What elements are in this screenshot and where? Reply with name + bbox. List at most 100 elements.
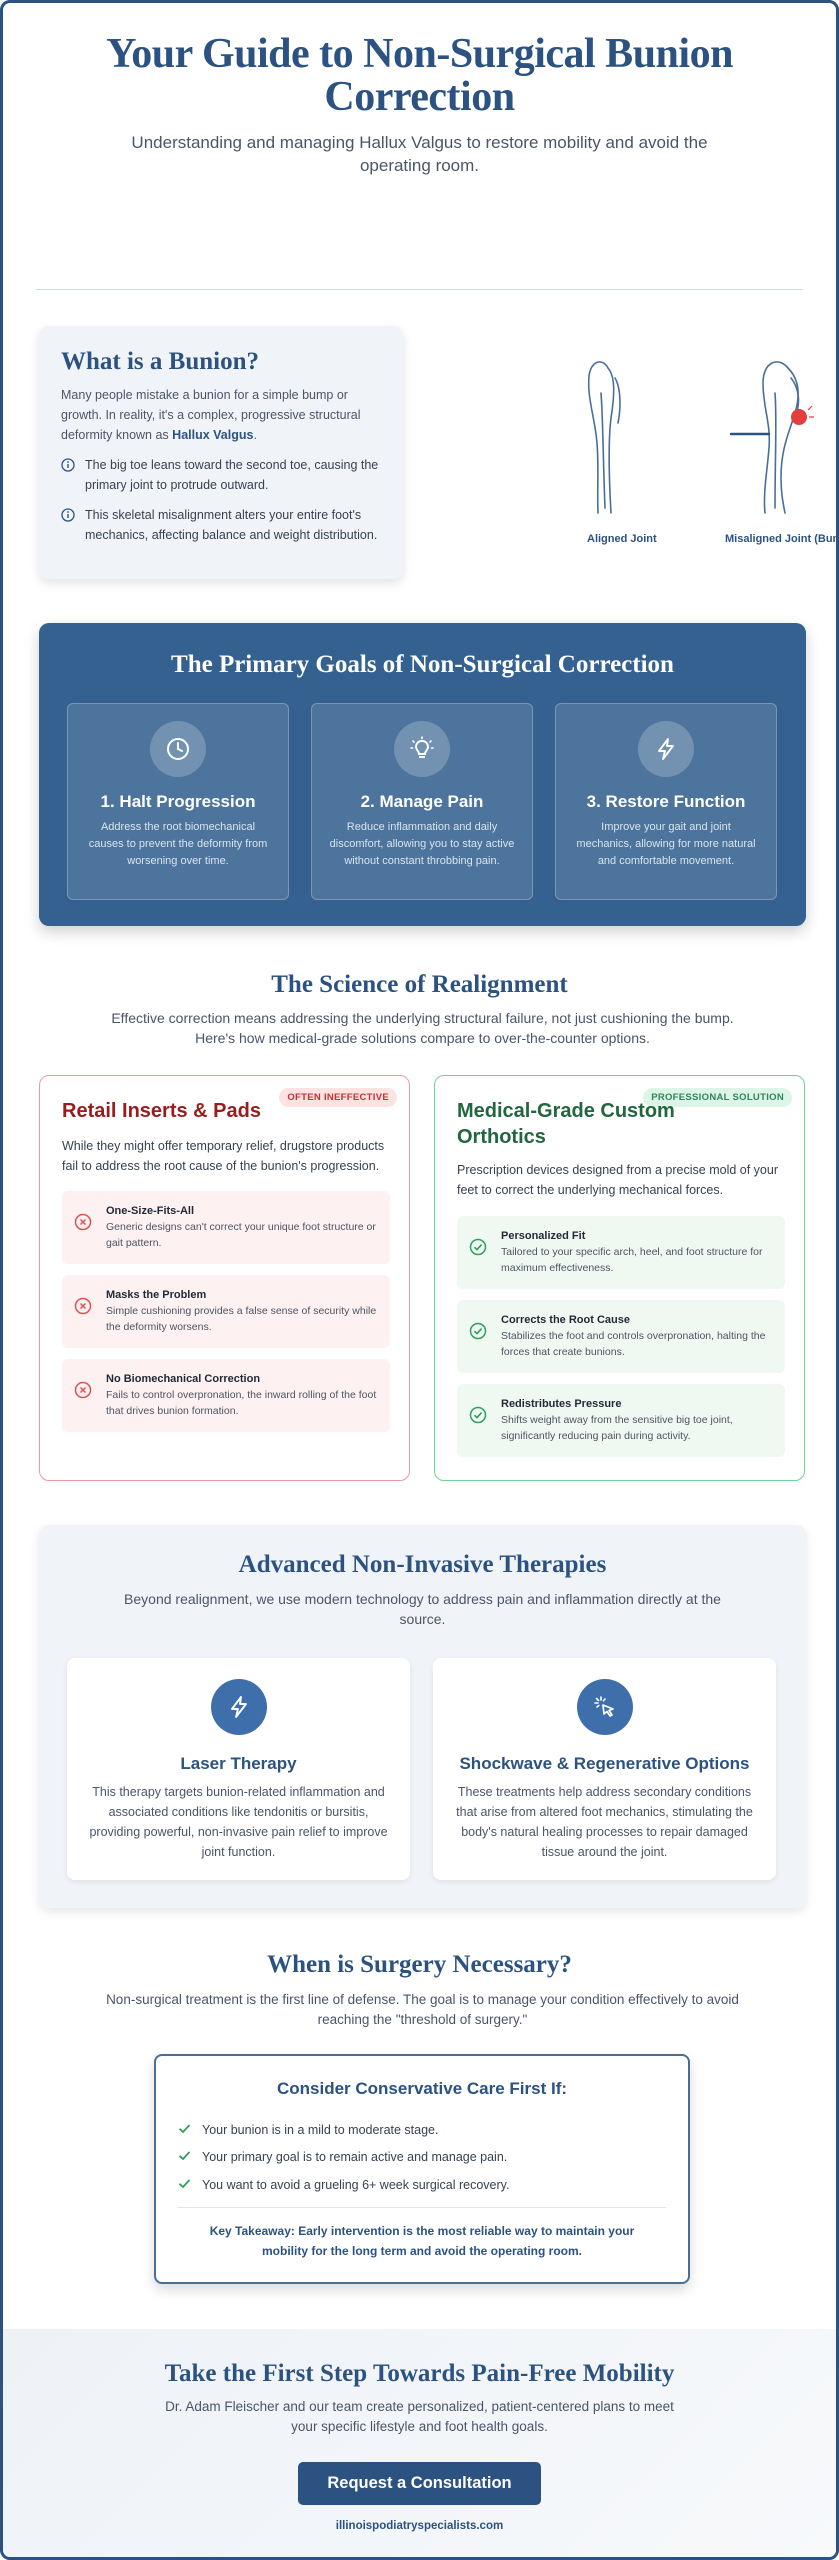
bunion-point: This skeletal misalignment alters your e… bbox=[61, 505, 381, 545]
misaligned-joint-label: Misaligned Joint (Bunion) bbox=[725, 533, 839, 545]
hallux-valgus-term: Hallux Valgus bbox=[172, 428, 254, 442]
retail-issue-text: Generic designs can't correct your uniqu… bbox=[106, 1221, 376, 1249]
cursor-click-icon bbox=[576, 1679, 633, 1735]
lightbulb-icon bbox=[394, 721, 450, 777]
bunion-intro: Many people mistake a bunion for a simpl… bbox=[61, 385, 381, 445]
medical-desc: Prescription devices designed from a pre… bbox=[457, 1163, 778, 1197]
goal-title: 1. Halt Progression bbox=[100, 792, 256, 811]
retail-issue-text: Simple cushioning provides a false sense… bbox=[106, 1305, 377, 1333]
goal-card: 2. Manage Pain Reduce inflammation and d… bbox=[311, 703, 533, 900]
conservative-care-title: Consider Conservative Care First If: bbox=[276, 2079, 568, 2098]
goal-title: 3. Restore Function bbox=[586, 792, 746, 811]
goal-text: Improve your gait and joint mechanics, a… bbox=[576, 821, 756, 867]
request-consultation-button[interactable]: Request a Consultation bbox=[298, 2462, 541, 2505]
bunion-point-text: This skeletal misalignment alters your e… bbox=[85, 508, 378, 542]
foot-diagram: Aligned Joint Misaligned Joint (Bunion) bbox=[563, 348, 839, 558]
retail-issue-title: One-Size-Fits-All bbox=[106, 1205, 195, 1217]
goal-text: Address the root biomechanical causes to… bbox=[88, 821, 268, 867]
medical-benefit-text: Stabilizes the foot and controls overpro… bbox=[501, 1330, 766, 1358]
surgery-subtitle: Non-surgical treatment is the first line… bbox=[106, 1992, 739, 2027]
x-circle-icon bbox=[74, 1213, 94, 1236]
bolt-icon bbox=[638, 721, 694, 777]
therapy-card: Shockwave & Regenerative Options These t… bbox=[433, 1658, 776, 1880]
bunion-point-text: The big toe leans toward the second toe,… bbox=[85, 458, 379, 492]
bolt-icon bbox=[210, 1679, 267, 1735]
foot-bones-illustration bbox=[587, 361, 814, 514]
ineffective-badge: OFTEN INEFFECTIVE bbox=[279, 1088, 397, 1107]
website-link[interactable]: illinoispodiatryspecialists.com bbox=[335, 2520, 504, 2532]
goals-title: The Primary Goals of Non-Surgical Correc… bbox=[171, 651, 674, 678]
retail-desc: While they might offer temporary relief,… bbox=[62, 1139, 385, 1173]
therapies-section: Advanced Non-Invasive Therapies Beyond r… bbox=[39, 1525, 806, 1908]
list-item-text: Your bunion is in a mild to moderate sta… bbox=[202, 2122, 439, 2137]
bunion-intro-text: Many people mistake a bunion for a simpl… bbox=[61, 388, 361, 442]
checkmark-icon bbox=[178, 2149, 192, 2165]
list-item: You want to avoid a grueling 6+ week sur… bbox=[178, 2171, 509, 2199]
therapies-title: Advanced Non-Invasive Therapies bbox=[238, 1551, 607, 1578]
check-circle-icon bbox=[469, 1406, 489, 1429]
bunion-intro-end: . bbox=[253, 428, 257, 442]
retail-title: Retail Inserts & Pads bbox=[62, 1100, 261, 1122]
page-subtitle: Understanding and managing Hallux Valgus… bbox=[131, 133, 708, 175]
science-title: The Science of Realignment bbox=[271, 971, 568, 998]
info-icon bbox=[61, 458, 81, 478]
therapy-title: Shockwave & Regenerative Options bbox=[459, 1754, 750, 1773]
conservative-care-box: Consider Conservative Care First If: You… bbox=[154, 2054, 690, 2284]
therapy-text: This therapy targets bunion-related infl… bbox=[89, 1785, 388, 1859]
goal-card: 1. Halt Progression Address the root bio… bbox=[67, 703, 289, 900]
medical-benefit-title: Corrects the Root Cause bbox=[501, 1314, 630, 1326]
conservative-care-list: Your bunion is in a mild to moderate sta… bbox=[178, 2116, 509, 2199]
professional-badge: PROFESSIONAL SOLUTION bbox=[643, 1088, 792, 1107]
science-subtitle: Effective correction means addressing th… bbox=[111, 1010, 734, 1046]
check-circle-icon bbox=[469, 1322, 489, 1345]
list-item-text: Your primary goal is to remain active an… bbox=[202, 2150, 508, 2165]
x-circle-icon bbox=[74, 1381, 94, 1404]
goal-text: Reduce inflammation and daily discomfort… bbox=[329, 821, 515, 867]
medical-benefit-text: Tailored to your specific arch, heel, an… bbox=[501, 1246, 763, 1274]
surgery-title: When is Surgery Necessary? bbox=[267, 1951, 572, 1978]
cta-section: Take the First Step Towards Pain-Free Mo… bbox=[3, 2329, 836, 2557]
bunion-title: What is a Bunion? bbox=[61, 348, 259, 375]
bunion-highlight bbox=[791, 409, 807, 425]
medical-benefit-title: Redistributes Pressure bbox=[501, 1398, 622, 1410]
divider bbox=[178, 2207, 666, 2208]
custom-orthotics-card: PROFESSIONAL SOLUTION Medical-Grade Cust… bbox=[434, 1075, 805, 1481]
x-circle-icon bbox=[74, 1297, 94, 1320]
key-takeaway: Key Takeaway: Early intervention is the … bbox=[209, 2224, 635, 2258]
retail-inserts-card: OFTEN INEFFECTIVE Retail Inserts & Pads … bbox=[39, 1075, 410, 1481]
therapies-subtitle: Beyond realignment, we use modern techno… bbox=[124, 1591, 721, 1627]
what-is-bunion-card: What is a Bunion? Many people mistake a … bbox=[39, 326, 403, 579]
list-item-text: You want to avoid a grueling 6+ week sur… bbox=[202, 2177, 510, 2192]
medical-title: Medical-Grade Custom Orthotics bbox=[457, 1100, 675, 1148]
retail-issue-title: No Biomechanical Correction bbox=[106, 1373, 261, 1385]
medical-benefit-text: Shifts weight away from the sensitive bi… bbox=[501, 1414, 733, 1442]
info-icon bbox=[61, 508, 81, 528]
checkmark-icon bbox=[178, 2177, 192, 2193]
cta-text: Dr. Adam Fleischer and our team create p… bbox=[165, 2399, 674, 2434]
checkmark-icon bbox=[178, 2122, 192, 2138]
retail-issue-title: Masks the Problem bbox=[106, 1289, 207, 1301]
header-divider bbox=[36, 289, 803, 290]
goal-title: 2. Manage Pain bbox=[360, 792, 484, 811]
list-item: Your primary goal is to remain active an… bbox=[178, 2144, 509, 2172]
page-title: Your Guide to Non-Surgical Bunion Correc… bbox=[106, 31, 733, 120]
page-header: Your Guide to Non-Surgical Bunion Correc… bbox=[3, 3, 836, 177]
goal-card: 3. Restore Function Improve your gait an… bbox=[555, 703, 777, 900]
medical-benefit-title: Personalized Fit bbox=[501, 1230, 586, 1242]
therapy-title: Laser Therapy bbox=[180, 1754, 297, 1773]
check-circle-icon bbox=[469, 1238, 489, 1261]
goals-section: The Primary Goals of Non-Surgical Correc… bbox=[39, 623, 806, 926]
bunion-point: The big toe leans toward the second toe,… bbox=[61, 455, 381, 495]
therapy-text: These treatments help address secondary … bbox=[456, 1785, 753, 1859]
clock-icon bbox=[150, 721, 206, 777]
aligned-joint-label: Aligned Joint bbox=[587, 533, 657, 545]
cta-title: Take the First Step Towards Pain-Free Mo… bbox=[164, 2360, 675, 2387]
retail-issue-text: Fails to control overpronation, the inwa… bbox=[106, 1389, 377, 1417]
